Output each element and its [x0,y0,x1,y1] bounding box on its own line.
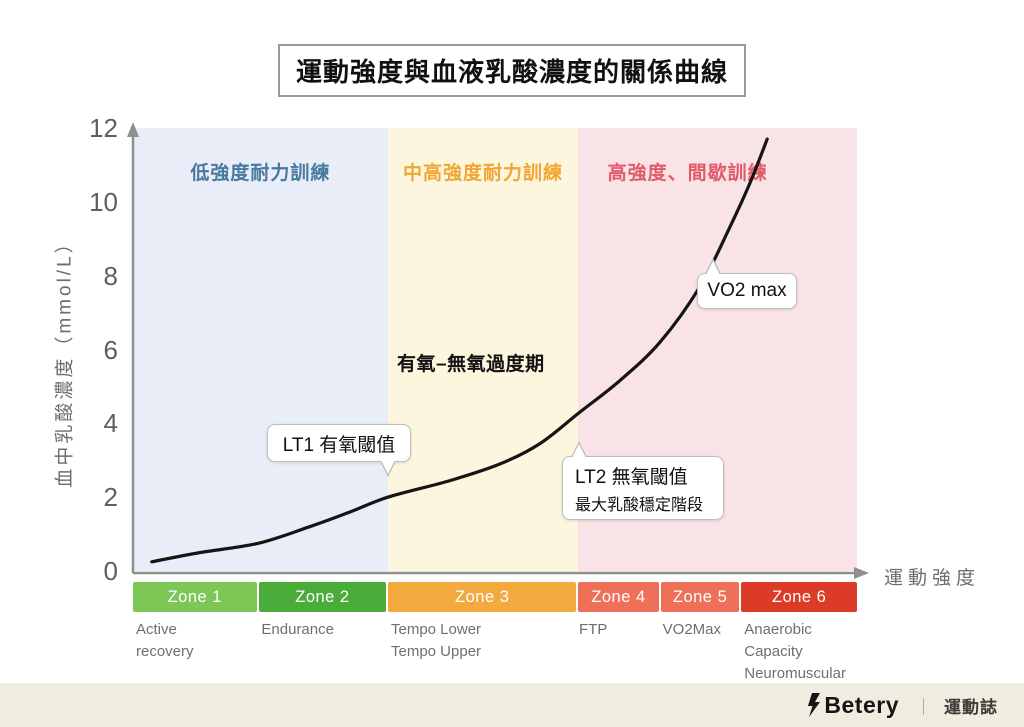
brand-separator: ｜ [915,697,932,717]
lt2-callout: LT2 無氧閾值 最大乳酸穩定階段 [562,441,724,520]
vo2max-callout-text: VO2 max [707,280,787,301]
zone-desc-line: FTP [579,621,608,638]
zone-6-segment: Zone 6 [741,582,858,612]
lt2-callout-subtext: 最大乳酸穩定階段 [575,496,704,514]
page-title-text: 運動強度與血液乳酸濃度的關係曲線 [277,44,746,97]
zone-desc-line: recovery [136,642,194,660]
vo2max-callout: VO2 max [697,258,797,309]
zone-6-description: Anaerobic Capacity Neuromuscular [741,619,857,684]
zone-4-description: FTP [576,619,658,684]
zone-2-description: Endurance [258,619,386,684]
y-tick-label: 8 [103,260,118,291]
zone-1-description: Active recovery [133,619,256,684]
zone-5-segment: Zone 5 [660,582,740,612]
zone-1-segment: Zone 1 [133,582,257,612]
brand-tagline: 運動誌 [944,697,998,717]
zone-desc-line: VO2Max [662,621,722,638]
zone-desc-line: Tempo Lower [390,621,482,638]
y-tick-label: 6 [103,334,118,365]
y-tick-label: 0 [103,556,118,586]
zone-3-description: Tempo Lower Tempo Upper [388,619,574,684]
x-axis-label: 運動強度 [884,568,981,589]
page-title: 運動強度與血液乳酸濃度的關係曲線 [0,44,1024,97]
zone-desc-line: Neuromuscular [744,664,846,682]
aerobic-anaerobic-transition-label: 有氧–無氧過度期 [397,354,545,375]
region-high-intensity-label: 高強度、間歇訓練 [607,163,768,184]
lightning-bolt-icon [808,693,821,717]
zone-4-segment: Zone 4 [578,582,659,612]
zone-descriptions: Active recovery Endurance Tempo Lower Te… [133,619,857,684]
y-tick-label: 2 [103,482,118,513]
zone-desc-line: Anaerobic Capacity [744,621,812,660]
y-tick-label: 4 [103,408,118,439]
zone-desc-line: Tempo Upper [390,642,482,660]
zone-desc-line: Endurance [261,621,334,638]
lt1-callout-text: LT1 有氧閾值 [282,434,396,456]
footer-bar: Betery ｜ 運動誌 [0,683,1024,727]
zone-3-segment: Zone 3 [388,582,577,612]
y-tick-label: 10 [89,186,118,217]
y-tick-label: 12 [89,113,118,143]
zone-desc-line: Active [136,621,177,638]
brand-name: Betery [824,691,899,718]
region-mid-intensity-label: 中高強度耐力訓練 [403,163,564,184]
brand-logo: Betery [806,692,899,719]
zone-5-description: VO2Max [660,619,740,684]
power-zone-bar: Zone 1 Zone 2 Zone 3 Zone 4 Zone 5 Zone … [133,582,858,612]
zone-2-segment: Zone 2 [258,582,387,612]
lt2-callout-text: LT2 無氧閾值 [575,466,688,488]
region-low-intensity-label: 低強度耐力訓練 [190,163,331,184]
y-axis-label: 血中乳酸濃度（mmol/L） [54,231,76,488]
region-low-intensity: 低強度耐力訓練 [133,128,388,571]
lt1-callout: LT1 有氧閾值 [267,424,411,477]
